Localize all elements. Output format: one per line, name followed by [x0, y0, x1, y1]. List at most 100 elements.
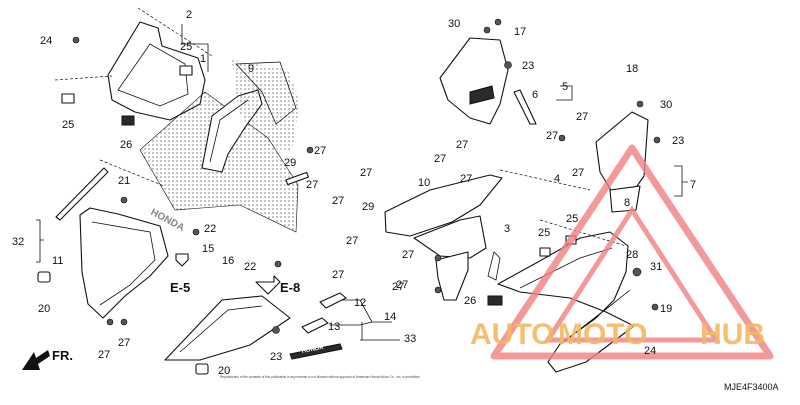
callout: 16: [222, 255, 234, 267]
part-7-panel: [595, 111, 649, 197]
callout: 7: [690, 179, 696, 191]
callout: 29: [362, 201, 374, 213]
grommet-20a: [37, 271, 51, 283]
callout: 27: [460, 173, 472, 185]
bolt: [274, 260, 282, 268]
callout: 5: [562, 81, 568, 93]
callout: 9: [248, 63, 254, 75]
clip-25: [61, 93, 75, 104]
callout: 27: [576, 111, 588, 123]
callout: 31: [650, 261, 662, 273]
bolt: [434, 286, 442, 294]
callout: 13: [328, 321, 340, 333]
callout: 15: [202, 243, 214, 255]
callout: 23: [672, 135, 684, 147]
part-32-strip: [55, 167, 109, 221]
callout: 27: [360, 167, 372, 179]
callout: 20: [218, 365, 230, 377]
callout: 19: [660, 303, 672, 315]
bolt: [272, 326, 280, 334]
callout: 30: [448, 18, 460, 30]
arrow-e8-icon: [255, 275, 281, 295]
part-3b-bracket: [435, 251, 469, 301]
callout: 27: [332, 269, 344, 281]
bolt: [120, 318, 128, 326]
callout: 23: [270, 351, 282, 363]
bolt: [483, 26, 491, 34]
callout: 27: [118, 337, 130, 349]
bolt: [434, 254, 442, 262]
callout: 22: [204, 223, 216, 235]
bolt: [120, 196, 128, 204]
bolt: [558, 134, 566, 142]
bolt: [306, 146, 314, 154]
callout: 20: [38, 303, 50, 315]
bolt: [504, 61, 512, 69]
callout: 28: [626, 249, 638, 261]
callout: 27: [332, 195, 344, 207]
part-12-piece: [319, 292, 347, 309]
callout: 8: [624, 197, 630, 209]
part-6-piece: [513, 89, 537, 125]
callout: 29: [284, 157, 296, 169]
callout: 12: [354, 297, 366, 309]
callout: 27: [346, 235, 358, 247]
callout: 17: [514, 26, 526, 38]
callout: 27: [396, 279, 408, 291]
bolt: [192, 228, 200, 236]
callout: 14: [384, 311, 396, 323]
part-8-lens: [609, 185, 641, 213]
part-29-bolt: [285, 171, 309, 186]
section-label-e5: E-5: [170, 280, 190, 295]
watermark-triangle-icon: [490, 144, 774, 360]
callout: 27: [434, 153, 446, 165]
callout: 30: [660, 99, 672, 111]
callout: 21: [118, 175, 130, 187]
callout: 27: [98, 349, 110, 361]
callout: 23: [522, 60, 534, 72]
callout: 3: [504, 223, 510, 235]
bolt: [106, 318, 114, 326]
clip-26: [487, 295, 503, 306]
callout: 27: [392, 281, 404, 293]
callout: 27: [572, 167, 584, 179]
callout: 10: [418, 177, 430, 189]
callout: 25: [62, 119, 74, 131]
arrow-e5-icon: [175, 253, 189, 267]
callout: 27: [306, 179, 318, 191]
part-4-main-fairing: [497, 231, 635, 373]
clip-26: [121, 115, 135, 126]
callout: 25: [180, 41, 192, 53]
callout: 22: [244, 261, 256, 273]
reference-code: MJE4F3400A: [724, 382, 779, 392]
part-14-under-cowl: [164, 295, 291, 361]
watermark-text-moto: MOTO: [558, 318, 647, 351]
copyright-text: Reproduction of the contents of this pub…: [220, 375, 420, 379]
part-5-inner-cover: [439, 37, 509, 125]
part-33-stripe: [289, 343, 343, 360]
part-11-side-fairing: [79, 207, 169, 319]
callout: 24: [40, 35, 52, 47]
callout: 1: [200, 53, 206, 65]
callout: 11: [52, 255, 63, 267]
stripe-text-2: HONDA: [301, 345, 324, 355]
part-13-piece: [301, 317, 329, 334]
callout: 26: [120, 139, 132, 151]
bolt: [494, 18, 502, 26]
callout: 25: [538, 227, 550, 239]
callout: 27: [456, 139, 468, 151]
callout: 27: [546, 130, 558, 142]
clip-25: [539, 247, 551, 257]
callout: 27: [314, 145, 326, 157]
callout: 25: [566, 213, 578, 225]
callout: 6: [532, 89, 538, 101]
front-direction-label: FR.: [52, 348, 73, 363]
bolt: [653, 136, 661, 144]
section-label-e8: E-8: [280, 280, 300, 295]
callout: 4: [554, 173, 560, 185]
part-10-inner-panel: [384, 174, 503, 237]
callout: 26: [464, 295, 476, 307]
dotted-upper-texture: [232, 60, 300, 150]
watermark-text-hub: HUB: [700, 318, 765, 351]
